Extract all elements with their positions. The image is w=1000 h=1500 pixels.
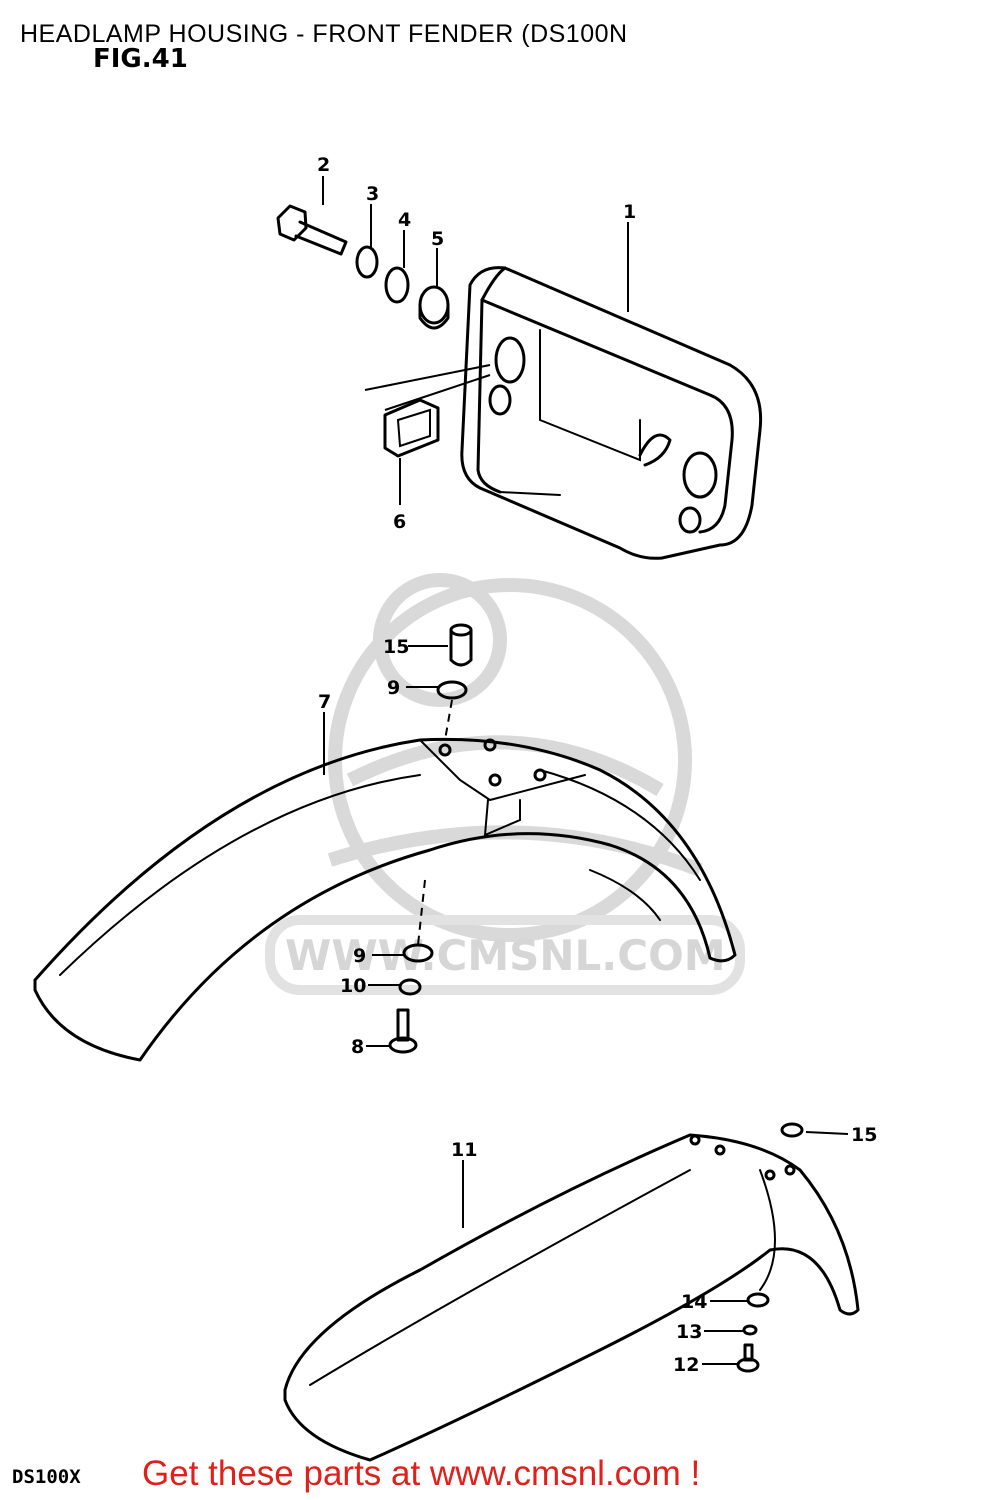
callout-6: 6 (393, 511, 406, 533)
figure-label: FIG.41 (93, 44, 188, 74)
washer-part-15-lower (746, 1292, 770, 1308)
callout-15-upper: 15 (851, 1124, 877, 1146)
dashed-assembly-line (417, 699, 453, 946)
collar-part-11 (449, 623, 473, 667)
headlamp-housing-part-1 (460, 266, 763, 560)
screw-part-13 (736, 1343, 760, 1373)
callout-9-lower: 9 (353, 945, 366, 967)
front-fender-part-12 (283, 1133, 860, 1462)
washer-part-15-upper (780, 1122, 804, 1138)
callout-10: 10 (340, 975, 366, 997)
washer-part-9-upper (436, 680, 468, 700)
bracket-part-6 (364, 364, 491, 458)
leader-lines (322, 176, 849, 1365)
callout-13: 12 (673, 1354, 699, 1376)
get-parts-link[interactable]: Get these parts at www.cmsnl.com ! (142, 1454, 701, 1493)
washer-part-4 (384, 266, 410, 304)
bolt-part-2 (276, 204, 348, 256)
callout-15-lower: 14 (681, 1291, 707, 1313)
callout-12: 11 (451, 1139, 477, 1161)
callout-3: 3 (366, 183, 379, 205)
callout-14: 13 (676, 1321, 702, 1343)
callout-labels: 2 3 4 5 1 6 15 9 7 9 10 8 11 15 14 13 12 (317, 154, 877, 1376)
bolt-part-8 (388, 1008, 418, 1054)
callout-9-upper: 9 (387, 677, 400, 699)
model-label: DS100X (12, 1466, 81, 1488)
front-fender-part-7 (33, 737, 737, 1062)
callout-5: 5 (431, 228, 444, 250)
callout-2: 2 (317, 154, 330, 176)
washer-part-14 (742, 1324, 758, 1336)
collar-part-5 (418, 285, 450, 330)
watermark-logo: WWW.CMSNL.COM (265, 573, 745, 995)
watermark-text: WWW.CMSNL.COM (285, 931, 726, 980)
washer-part-3 (355, 245, 379, 279)
callout-8: 8 (351, 1036, 364, 1058)
callout-11: 15 (383, 636, 409, 658)
washer-part-9-lower (402, 943, 434, 963)
page-title: HEADLAMP HOUSING - FRONT FENDER (DS100N (20, 20, 628, 48)
callout-7: 7 (318, 691, 331, 713)
callout-1: 1 (623, 201, 636, 223)
callout-4: 4 (398, 209, 411, 231)
nut-part-10 (398, 978, 422, 996)
